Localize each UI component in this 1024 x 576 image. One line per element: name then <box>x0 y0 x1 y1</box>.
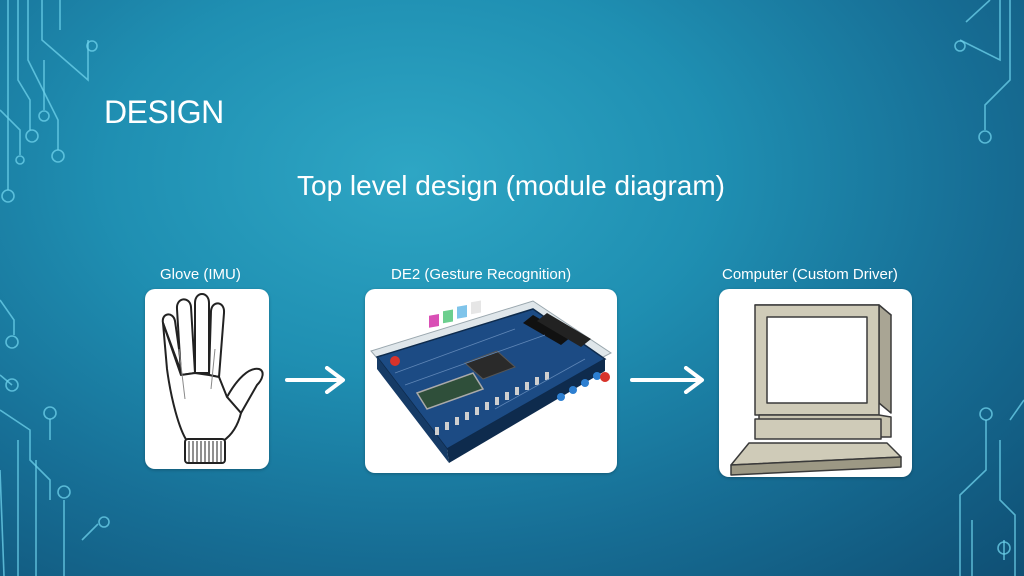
slide-subtitle: Top level design (module diagram) <box>0 170 1024 202</box>
slide-title: DESIGN <box>104 94 224 130</box>
glove-module-card <box>145 289 269 469</box>
computer-module-card <box>719 289 912 477</box>
de2-module-card <box>365 289 617 473</box>
computer-icon <box>730 304 902 476</box>
fpga-board-icon <box>370 300 612 463</box>
arrow-right-icon <box>285 366 345 394</box>
subtitle-text: Top level design (module diagram) <box>297 170 725 201</box>
de2-module-label: DE2 (Gesture Recognition) <box>391 266 572 283</box>
glove-icon <box>161 293 264 464</box>
arrow-right-icon-2 <box>630 366 704 394</box>
computer-module-label: Computer (Custom Driver) <box>722 266 898 283</box>
glove-module-label: Glove (IMU) <box>160 266 241 283</box>
